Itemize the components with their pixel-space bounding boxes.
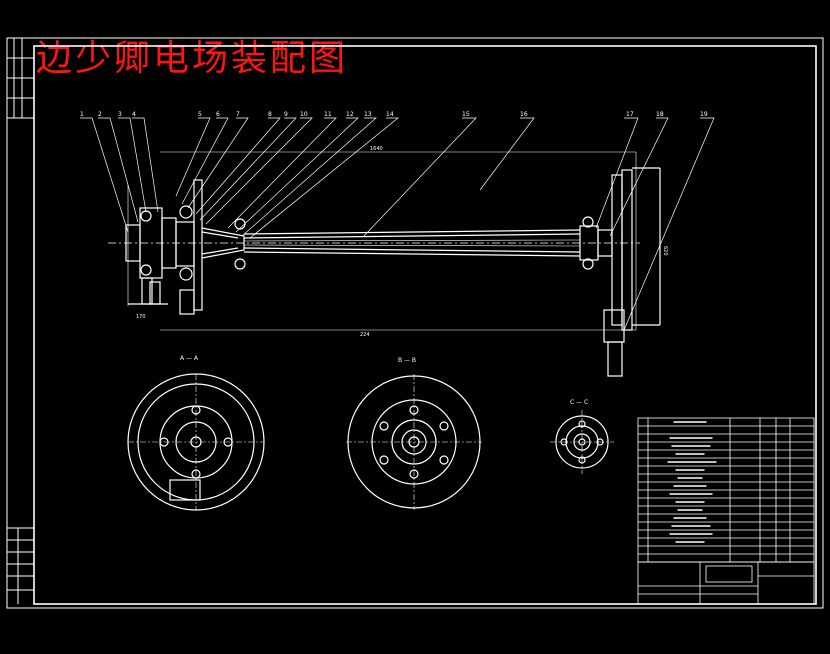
section-label-b: B — B <box>398 357 416 364</box>
callout-19: 19 <box>700 111 708 118</box>
parts-list-table <box>637 417 815 563</box>
dimension-inner-length: 224 <box>360 332 370 338</box>
callout-14: 14 <box>386 111 394 118</box>
callout-12: 12 <box>346 111 354 118</box>
title-block <box>637 561 815 605</box>
callout-17: 17 <box>626 111 634 118</box>
callout-1: 1 <box>80 111 84 118</box>
dimension-left-width: 170 <box>136 314 146 320</box>
callout-11: 11 <box>324 111 332 118</box>
callout-8: 8 <box>268 111 272 118</box>
dimension-overall-length: 1640 <box>370 146 383 152</box>
callout-6: 6 <box>216 111 220 118</box>
callout-13: 13 <box>364 111 372 118</box>
callout-10: 10 <box>300 111 308 118</box>
main-assembly-view <box>108 151 661 377</box>
callout-2: 2 <box>98 111 102 118</box>
section-view-b <box>346 374 482 510</box>
callout-15: 15 <box>462 111 470 118</box>
callout-leaders <box>80 117 715 331</box>
callout-5: 5 <box>198 111 202 118</box>
callout-9: 9 <box>284 111 288 118</box>
section-label-c: C — C <box>570 399 588 406</box>
callout-18: 18 <box>656 111 664 118</box>
callout-4: 4 <box>132 111 136 118</box>
callout-labels: 1 2 3 4 5 6 7 8 9 10 11 12 13 14 15 16 1… <box>80 111 708 118</box>
dimension-height: 620 <box>662 246 668 256</box>
dimension-labels: 1640 224 620 170 <box>136 146 668 338</box>
callout-3: 3 <box>118 111 122 118</box>
callout-7: 7 <box>236 111 240 118</box>
callout-16: 16 <box>520 111 528 118</box>
drawing-frame <box>6 37 824 609</box>
section-view-c <box>550 410 614 474</box>
drawing-title: 边少卿电场装配图 <box>36 38 349 79</box>
section-view-a <box>127 373 265 511</box>
section-label-a: A — A <box>180 355 199 362</box>
